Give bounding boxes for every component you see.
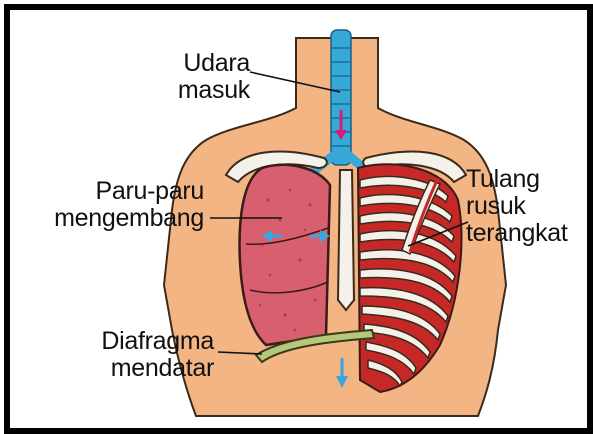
label-tulang-line1: Tulang bbox=[466, 166, 578, 193]
label-paru-line2: mengembang bbox=[10, 205, 204, 232]
label-diafragma-line2: mendatar bbox=[70, 355, 214, 382]
sternum bbox=[338, 170, 354, 310]
label-udara-line2: masuk bbox=[158, 77, 250, 104]
label-paru-paru: Paru-paru mengembang bbox=[10, 178, 204, 232]
label-paru-line1: Paru-paru bbox=[10, 178, 204, 205]
label-diafragma: Diafragma mendatar bbox=[70, 328, 214, 382]
label-tulang-line3: terangkat bbox=[466, 220, 578, 247]
label-udara-line1: Udara bbox=[158, 50, 250, 77]
label-tulang-line2: rusuk bbox=[466, 193, 578, 220]
label-tulang-rusuk: Tulang rusuk terangkat bbox=[466, 166, 578, 247]
label-udara-masuk: Udara masuk bbox=[158, 50, 250, 104]
label-diafragma-line1: Diafragma bbox=[70, 328, 214, 355]
left-lung bbox=[240, 165, 330, 345]
